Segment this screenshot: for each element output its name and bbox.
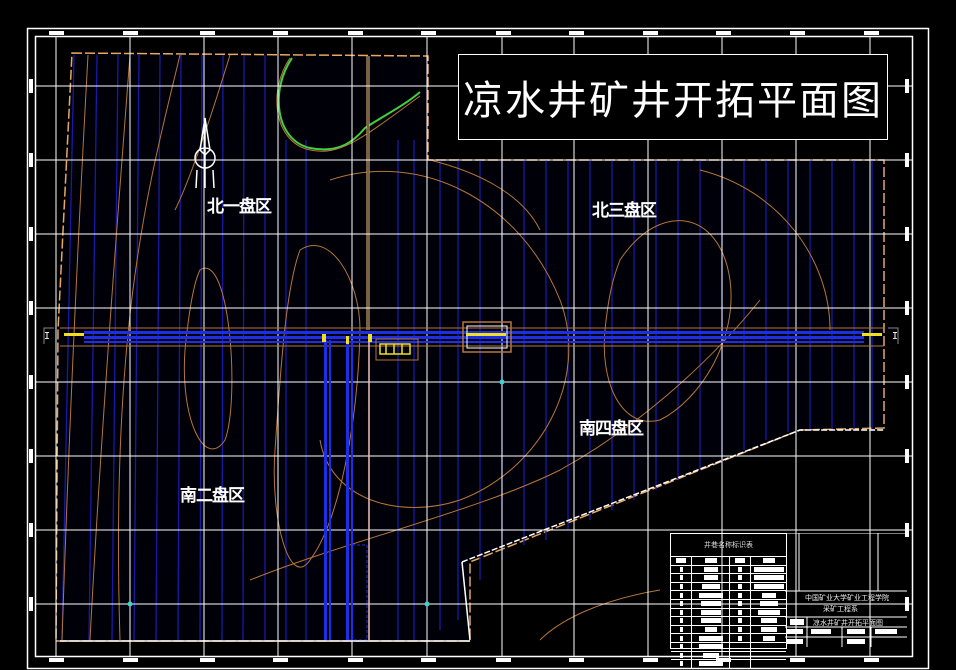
survey-point-marker xyxy=(424,601,430,607)
north-arrow-icon xyxy=(194,117,216,189)
legend-row xyxy=(671,651,786,661)
legend-row xyxy=(671,608,786,618)
institution-name: 中国矿业大学矿业工程学院 xyxy=(805,594,889,602)
legend-row xyxy=(671,625,786,635)
legend-title: 井巷名称标识表 xyxy=(671,534,786,557)
department-name: 采矿工程系 xyxy=(823,605,858,613)
contour-lines xyxy=(61,54,831,641)
outer-frame xyxy=(26,27,930,670)
region-label-south-2: 南二盘区 xyxy=(180,486,245,506)
legend-row xyxy=(671,634,786,643)
drawing-title-box: 凉水井矿井开拓平面图 xyxy=(458,54,888,140)
section-mark-right: I xyxy=(892,331,899,342)
legend-row xyxy=(671,565,786,575)
section-mark-left-bracket xyxy=(43,327,54,344)
drawing-title: 凉水井矿井开拓平面图 xyxy=(463,78,883,124)
roadway-legend-table: 井巷名称标识表 xyxy=(670,533,787,668)
legend-row xyxy=(671,591,786,600)
legend-header-row xyxy=(671,557,786,566)
drawing-name-cell: 凉水井矿井开拓平面图 xyxy=(813,619,883,627)
legend-row xyxy=(671,642,786,652)
section-mark-left: I xyxy=(44,331,51,342)
region-label-north-3: 北三盘区 xyxy=(592,201,657,221)
outcrop-line xyxy=(277,57,421,151)
legend-row xyxy=(671,617,786,626)
main-roadway xyxy=(60,327,884,347)
title-block: 中国矿业大学矿业工程学院 采矿工程系 凉水井矿井开拓平面图 xyxy=(785,533,907,647)
section-mark-right-bracket xyxy=(888,327,899,344)
south-roadway xyxy=(324,340,370,641)
inner-frame xyxy=(34,35,914,658)
legend-row xyxy=(671,599,786,609)
legend-row xyxy=(671,660,786,668)
survey-point-marker xyxy=(127,601,133,607)
south-east-boundary xyxy=(461,429,884,563)
survey-point-marker xyxy=(499,379,505,385)
legend-row xyxy=(671,574,786,583)
shaft-bottom-yard xyxy=(322,321,512,361)
legend-row xyxy=(671,582,786,592)
region-label-south-4: 南四盘区 xyxy=(579,419,644,439)
region-label-north-1: 北一盘区 xyxy=(207,197,272,217)
